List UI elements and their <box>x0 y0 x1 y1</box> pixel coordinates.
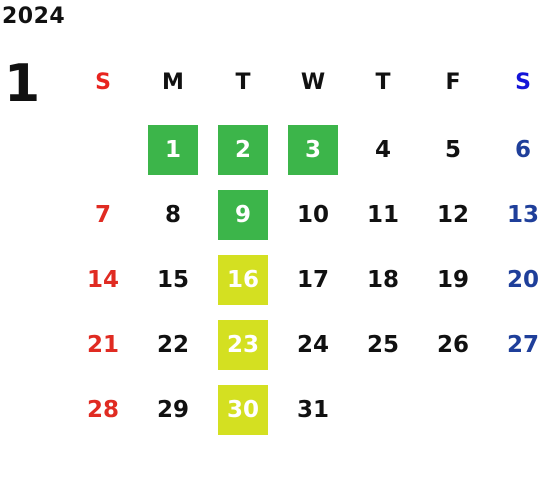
day-cell[interactable]: 6 <box>514 137 531 163</box>
day-cell[interactable]: 31 <box>296 397 329 423</box>
day-cell[interactable]: 5 <box>444 137 461 163</box>
day-cell[interactable]: 3 <box>288 125 338 175</box>
day-cell[interactable]: 29 <box>156 397 189 423</box>
day-cell[interactable]: 16 <box>218 255 268 305</box>
day-cell[interactable]: 11 <box>366 202 399 228</box>
weekday-header-thursday: T <box>375 69 391 95</box>
day-cell[interactable]: 27 <box>506 332 539 358</box>
day-cell[interactable]: 12 <box>436 202 469 228</box>
day-cell[interactable]: 15 <box>156 267 189 293</box>
weekday-header-friday: F <box>445 69 461 95</box>
day-cell[interactable]: 28 <box>86 397 119 423</box>
day-cell[interactable]: 9 <box>218 190 268 240</box>
day-cell[interactable]: 7 <box>94 202 111 228</box>
day-cell[interactable]: 30 <box>218 385 268 435</box>
year-label: 2024 <box>2 4 66 29</box>
day-cell[interactable]: 8 <box>164 202 181 228</box>
day-cell[interactable]: 25 <box>366 332 399 358</box>
day-cell[interactable]: 22 <box>156 332 189 358</box>
day-cell[interactable]: 2 <box>218 125 268 175</box>
day-cell[interactable]: 1 <box>148 125 198 175</box>
weekday-header-wednesday: W <box>300 69 326 95</box>
day-cell[interactable]: 10 <box>296 202 329 228</box>
day-cell[interactable]: 23 <box>218 320 268 370</box>
day-cell[interactable]: 18 <box>366 267 399 293</box>
day-cell[interactable]: 20 <box>506 267 539 293</box>
day-cell[interactable]: 17 <box>296 267 329 293</box>
month-number: 1 <box>4 54 41 114</box>
day-cell[interactable]: 19 <box>436 267 469 293</box>
weekday-header-tuesday: T <box>235 69 251 95</box>
day-cell[interactable]: 14 <box>86 267 119 293</box>
day-cell[interactable]: 21 <box>86 332 119 358</box>
day-cell[interactable]: 26 <box>436 332 469 358</box>
day-cell[interactable]: 4 <box>374 137 391 163</box>
weekday-header-monday: M <box>162 69 184 95</box>
weekday-header-saturday: S <box>515 69 531 95</box>
weekday-header-sunday: S <box>95 69 111 95</box>
day-cell[interactable]: 13 <box>506 202 539 228</box>
day-cell[interactable]: 24 <box>296 332 329 358</box>
